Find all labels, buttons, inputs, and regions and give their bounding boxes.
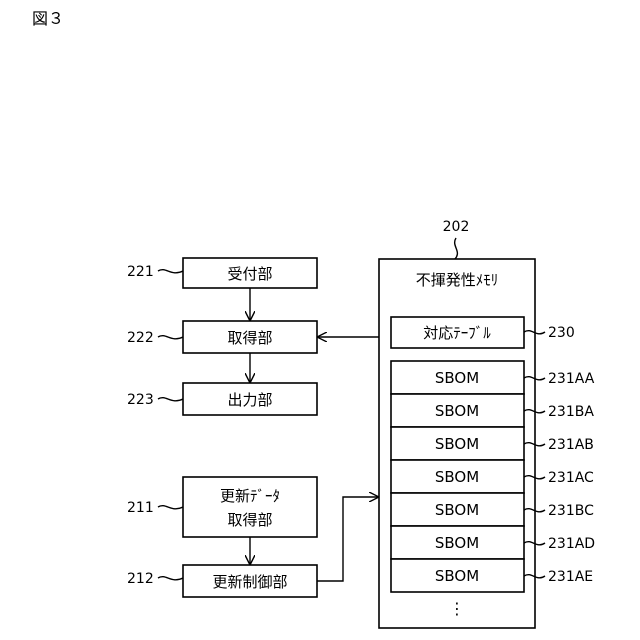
update-data-acquirer-ref: 211 <box>127 500 154 516</box>
output-label: 出力部 <box>227 391 272 409</box>
sbom-entry: SBOM 231AA <box>391 361 595 394</box>
memory-leader-line <box>455 238 458 259</box>
figure-title: 図３ <box>32 9 64 28</box>
output-leader-line <box>158 398 183 401</box>
correspondence-table-ref: 230 <box>548 325 575 341</box>
receiver-leader-line <box>158 270 183 273</box>
sbom-label: SBOM <box>435 468 479 486</box>
sbom-label: SBOM <box>435 369 479 387</box>
sbom-ref: 231AD <box>548 536 595 552</box>
sbom-label: SBOM <box>435 567 479 585</box>
update-controller-ref: 212 <box>127 571 154 587</box>
receiver-label: 受付部 <box>227 265 272 283</box>
acquirer-ref: 222 <box>127 330 154 346</box>
sbom-entry: SBOM 231BA <box>391 394 594 427</box>
sbom-label: SBOM <box>435 501 479 519</box>
sbom-entry: SBOM 231BC <box>391 493 594 526</box>
sbom-label: SBOM <box>435 534 479 552</box>
update-controller-leader-line <box>158 577 183 580</box>
receiver-ref: 221 <box>127 264 154 280</box>
output-ref: 223 <box>127 392 154 408</box>
update-data-acquirer-leader-line <box>158 506 183 509</box>
acquirer-leader-line <box>158 336 183 339</box>
sbom-label: SBOM <box>435 402 479 420</box>
sbom-ref: 231AA <box>548 371 595 387</box>
sbom-entry: SBOM 231AB <box>391 427 594 460</box>
sbom-ref: 231AC <box>548 470 594 486</box>
arrow-controller-to-memory <box>317 497 378 581</box>
acquirer-label: 取得部 <box>227 329 272 347</box>
sbom-entry: SBOM 231AE <box>391 559 593 592</box>
memory-ref: 202 <box>443 219 470 235</box>
update-controller-label: 更新制御部 <box>212 573 287 591</box>
sbom-ellipsis: ⋮ <box>449 599 465 618</box>
update-data-acquirer-label-line2: 取得部 <box>227 511 272 529</box>
correspondence-table-label: 対応ﾃｰﾌﾞﾙ <box>423 324 491 342</box>
sbom-entry: SBOM 231AC <box>391 460 594 493</box>
memory-label: 不揮発性ﾒﾓﾘ <box>416 271 499 289</box>
sbom-ref: 231AE <box>548 569 593 585</box>
sbom-label: SBOM <box>435 435 479 453</box>
sbom-ref: 231AB <box>548 437 594 453</box>
sbom-entry: SBOM 231AD <box>391 526 595 559</box>
sbom-ref: 231BC <box>548 503 594 519</box>
update-data-acquirer-label-line1: 更新ﾃﾞｰﾀ <box>220 487 280 505</box>
sbom-ref: 231BA <box>548 404 594 420</box>
